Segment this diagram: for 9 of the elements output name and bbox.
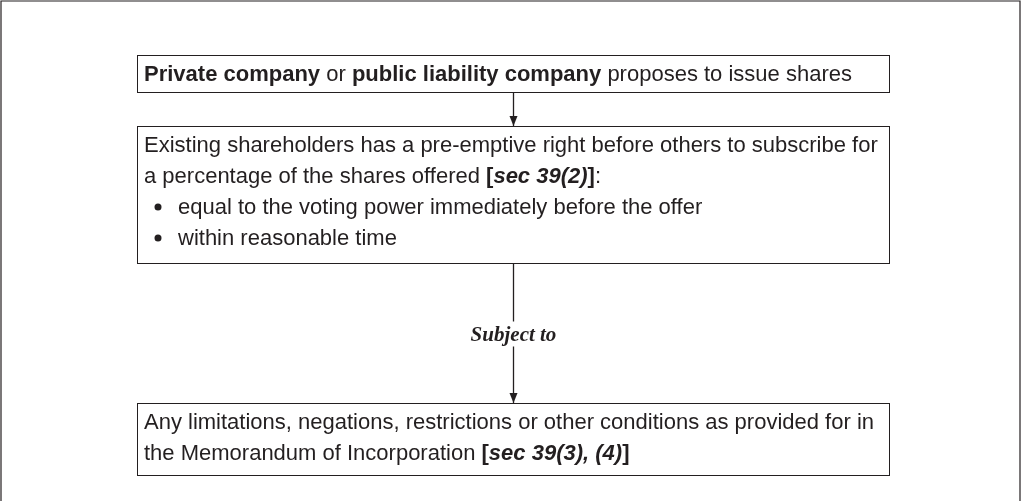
- box-text: Existing shareholders has a pre-emptive right before others to subscribe for a percentage of the shares offered [sec 39(2)]:: [144, 131, 879, 190]
- process-box: [137, 403, 890, 476]
- bullet-item: within reasonable time: [178, 224, 397, 252]
- arrow: [509, 92, 518, 127]
- box-text: Private company or public liability company proposes to issue shares: [144, 60, 853, 88]
- process-box: [137, 55, 890, 93]
- bullet-item: equal to the voting power immediately before the offer: [178, 193, 703, 221]
- box-text: Any limitations, negations, restrictions or other conditions as provided for in the Memorandum of Incorporation [sec 39(3), (4)]: [144, 408, 876, 467]
- process-box: [137, 126, 890, 264]
